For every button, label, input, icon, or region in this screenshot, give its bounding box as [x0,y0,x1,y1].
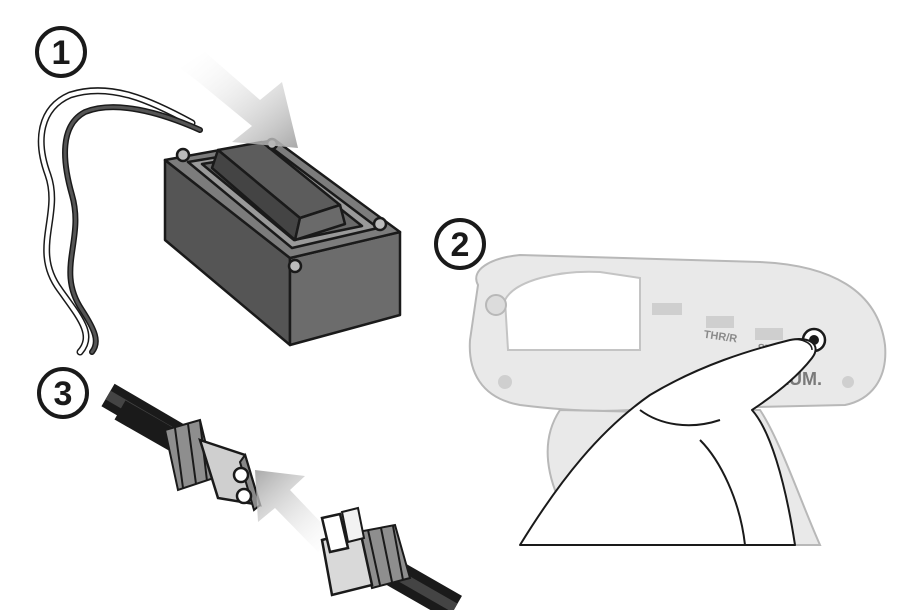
step-3-panel: 3 [37,367,462,610]
step-2-number: 2 [451,226,470,264]
step-1-panel: 1 [35,26,402,356]
male-connector [320,506,462,610]
screw-icon [372,216,388,232]
step-3-badge: 3 [37,367,89,419]
trim-switches: THR/R ST LUM. [652,303,822,389]
screw-icon [287,258,303,274]
screw-icon [175,147,191,163]
transmitter-label-throttle: THR/R [703,329,738,346]
hand-icon [519,338,817,546]
step-2-badge: 2 [434,218,486,270]
switch-box [163,137,402,347]
step-1-badge: 1 [35,26,87,78]
step-1-number: 1 [52,34,71,72]
press-arrow-icon [180,52,298,148]
female-connector [101,383,262,512]
switch-wires [37,87,203,356]
step-2-panel: 2 THR/R ST LUM. [434,218,887,546]
insert-arrow-icon [255,470,345,552]
step-3-number: 3 [54,375,73,413]
